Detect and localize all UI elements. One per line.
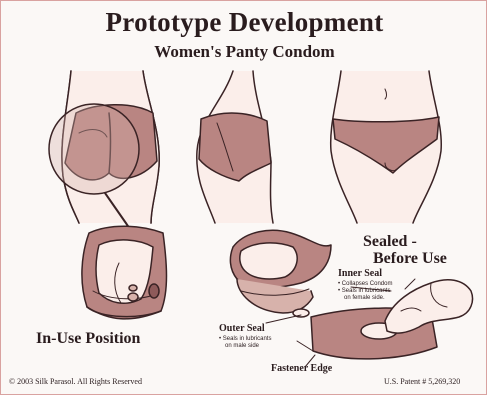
sealed-label-line2: Before Use: [373, 250, 447, 268]
outer-seal-label: Outer Seal: [219, 323, 265, 334]
in-use-figure: [82, 226, 167, 319]
patent-text: U.S. Patent # 5,269,320: [384, 377, 460, 386]
outer-seal-bullet-1: • Seals in lubricants: [219, 336, 271, 343]
rear-view-figure: [49, 71, 159, 242]
front-view-figure: [331, 71, 442, 223]
copyright-text: © 2003 Silk Parasol. All Rights Reserved: [9, 377, 142, 386]
inner-seal-bullet-1: • Collapses Condom: [338, 281, 392, 288]
fastener-edge-label: Fastener Edge: [271, 363, 332, 374]
inner-seal-bullet-2: • Seals in lubricants: [338, 288, 390, 295]
in-use-position-label: In-Use Position: [36, 330, 140, 348]
side-view-figure: [197, 71, 273, 223]
outer-seal-bullet-2: on male side: [225, 343, 259, 350]
inner-seal-label: Inner Seal: [338, 268, 382, 279]
sealed-label-line1: Sealed -: [363, 233, 417, 251]
inner-seal-bullet-3: on female side.: [344, 295, 385, 302]
